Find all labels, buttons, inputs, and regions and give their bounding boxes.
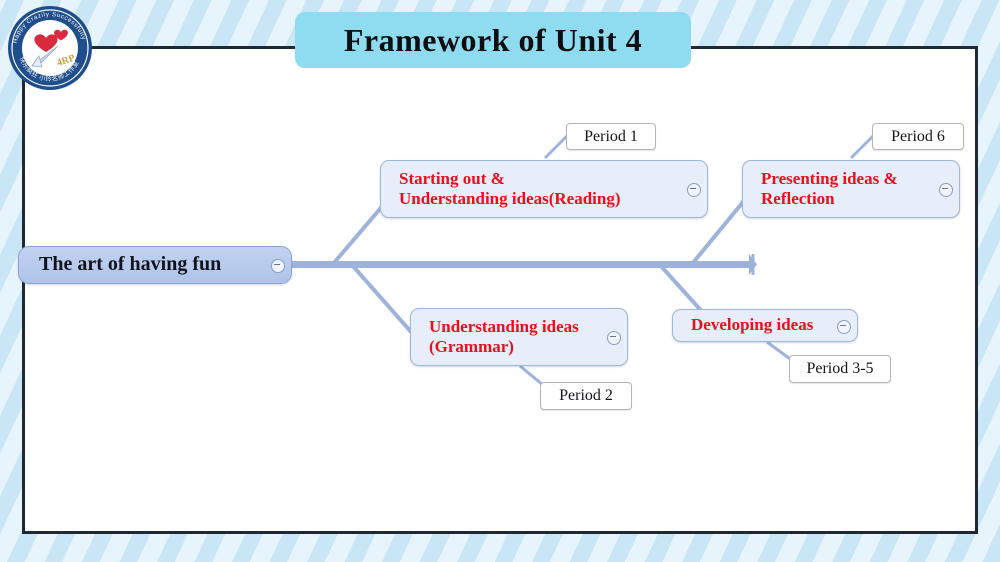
node-understanding-grammar[interactable]: Understanding ideas (Grammar) <box>410 308 628 366</box>
node-presenting-ideas-line1: Presenting ideas & <box>761 168 898 188</box>
node-starting-out-line2: Understanding ideas(Reading) <box>399 189 621 208</box>
node-starting-out[interactable]: Starting out & Understanding ideas(Readi… <box>380 160 708 218</box>
node-understanding-grammar-label: Understanding ideas (Grammar) <box>429 317 579 357</box>
rib-understanding-grammar <box>350 263 414 335</box>
minus-circle-icon[interactable] <box>939 183 953 197</box>
node-developing-ideas-label: Developing ideas <box>691 315 814 335</box>
period-chip-3-5[interactable]: Period 3-5 <box>789 355 891 383</box>
period-chip-2[interactable]: Period 2 <box>540 382 632 410</box>
node-presenting-ideas-line2: Reflection <box>761 189 835 208</box>
period-chip-1[interactable]: Period 1 <box>566 123 656 150</box>
minus-circle-icon[interactable] <box>607 331 621 345</box>
page-title: Framework of Unit 4 <box>343 21 643 58</box>
period-chip-6[interactable]: Period 6 <box>872 123 964 150</box>
slide-canvas <box>22 46 978 534</box>
node-root-label: The art of having fun <box>39 253 222 276</box>
node-understanding-grammar-line2: (Grammar) <box>429 337 514 356</box>
node-starting-out-line1: Starting out & <box>399 168 505 188</box>
minus-circle-icon[interactable] <box>837 319 851 334</box>
svg-text:4RP: 4RP <box>56 53 77 69</box>
workshop-logo: Happy Crazily Successfully 快乐疯狂 小玲名师工作室 … <box>6 4 94 92</box>
node-starting-out-label: Starting out & Understanding ideas(Readi… <box>399 169 621 209</box>
logo-badge-icon: Happy Crazily Successfully 快乐疯狂 小玲名师工作室 … <box>8 6 92 90</box>
node-presenting-ideas[interactable]: Presenting ideas & Reflection <box>742 160 960 218</box>
minus-circle-icon[interactable] <box>687 183 701 197</box>
node-understanding-grammar-line1: Understanding ideas <box>429 316 579 336</box>
slide-title-banner: Framework of Unit 4 <box>295 12 691 68</box>
node-root-topic[interactable]: The art of having fun <box>18 246 292 284</box>
node-developing-ideas[interactable]: Developing ideas <box>672 309 858 342</box>
minus-circle-icon[interactable] <box>271 259 285 273</box>
rib-presenting-ideas <box>690 194 750 266</box>
node-presenting-ideas-label: Presenting ideas & Reflection <box>761 169 898 209</box>
